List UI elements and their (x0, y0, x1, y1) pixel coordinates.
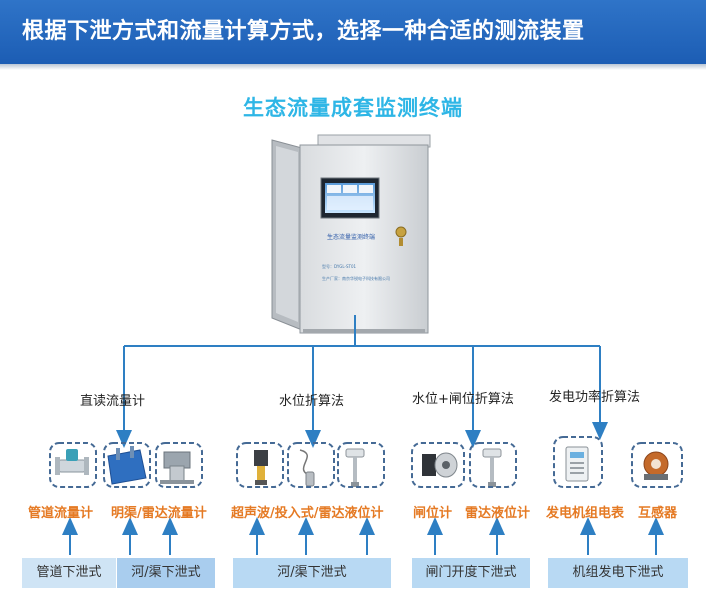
channel-flowmeter-icon (107, 446, 147, 485)
frame-pipe-flowmeter (49, 442, 97, 488)
gate-meter-icon (422, 452, 458, 478)
radar-level-icon-2 (482, 448, 502, 487)
method-level-gate: 水位+闸位折算法 (412, 392, 514, 407)
frame-radar-flowmeter (155, 442, 203, 488)
method-power-generation: 发电功率折算法 (549, 390, 641, 405)
device-label-channel-radar-flowmeter: 明渠/雷达流量计 (111, 506, 207, 521)
frame-ultrasonic-level (236, 442, 284, 488)
cabinet-caption: 生态流量监测终端 (327, 233, 375, 241)
device-label-power-meter: 发电机组电表 (546, 506, 625, 521)
device-label-gate-meter: 闸位计 (413, 506, 453, 521)
frame-gate-meter (411, 442, 465, 488)
mode-box-pipe: 管道下泄式 (22, 558, 116, 588)
banner-title: 根据下泄方式和流量计算方式，选择一种合适的测流装置 (22, 19, 585, 44)
mode-box-river-channel-1: 河/渠下泄式 (117, 558, 215, 588)
submersible-level-icon (299, 449, 315, 487)
mode-box-gate-opening: 闸门开度下泄式 (412, 558, 530, 588)
frame-power-meter (553, 436, 603, 488)
mode-box-river-channel-2: 河/渠下泄式 (233, 558, 391, 588)
radar-flowmeter-icon (160, 451, 194, 484)
radar-level-icon (345, 448, 365, 487)
frame-transformer (631, 442, 683, 488)
cabinet-model-line: 型号：DYGL-ST01 (322, 263, 357, 269)
method-direct-flowmeter: 直读流量计 (80, 394, 146, 409)
power-meter-icon (565, 446, 589, 482)
banner-shadow (0, 64, 706, 70)
method-water-level: 水位折算法 (279, 394, 345, 409)
device-frames (49, 436, 683, 488)
device-label-radar-level: 雷达液位计 (465, 506, 531, 521)
device-label-pipe-flowmeter: 管道流量计 (28, 506, 94, 521)
frame-radar-level-2 (469, 442, 517, 488)
frame-submersible-level (287, 442, 335, 488)
diagram-title: 生态流量成套监测终端 (243, 96, 463, 120)
transformer-icon (643, 451, 669, 480)
mode-box-generation: 机组发电下泄式 (548, 558, 688, 588)
ultrasonic-level-icon (254, 450, 268, 485)
device-label-level-sensors: 超声波/投入式/雷达液位计 (231, 506, 384, 521)
title-banner (0, 0, 706, 64)
frame-channel-flowmeter (103, 442, 151, 488)
frame-radar-level (337, 442, 385, 488)
monitoring-cabinet-icon: 生态流量监测终端 型号：DYGL-ST01 生产厂家：南京华锐电子科技有限公司 (271, 134, 431, 334)
pipe-flowmeter-icon (55, 449, 89, 475)
cabinet-maker-line: 生产厂家：南京华锐电子科技有限公司 (322, 275, 390, 281)
connector-lines (62, 315, 664, 555)
device-label-transformer: 互感器 (638, 506, 678, 521)
